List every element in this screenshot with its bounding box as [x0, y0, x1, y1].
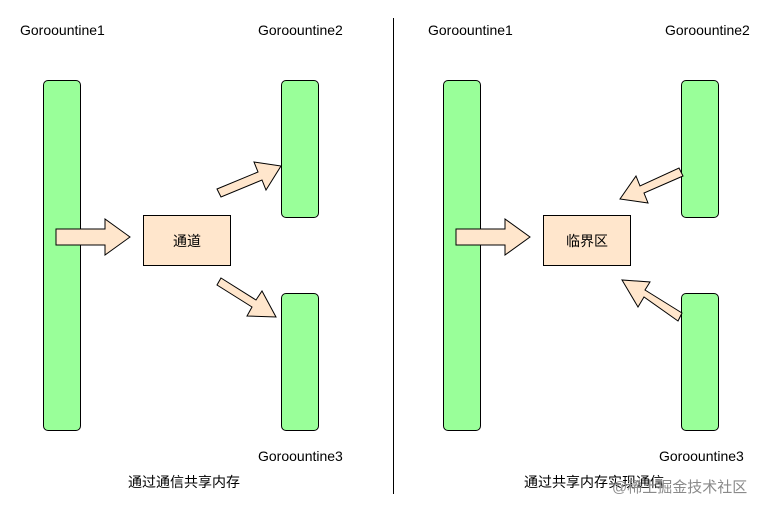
right-goroutine3-bar	[681, 293, 719, 431]
right-critical-section-box: 临界区	[543, 215, 631, 266]
watermark: @稀土掘金技术社区	[612, 479, 748, 496]
left-goroutine2-bar	[281, 80, 319, 218]
right-arrow-g3-to-critical	[621, 279, 683, 322]
right-critical-section-label: 临界区	[566, 232, 608, 249]
left-arrow-g1-to-channel	[55, 218, 131, 256]
left-goroutine2-label: Goroountine2	[258, 22, 343, 38]
right-goroutine3-label: Goroountine3	[659, 448, 744, 464]
left-arrow-channel-to-g2	[216, 161, 282, 198]
right-goroutine1-bar	[443, 80, 481, 431]
divider-line	[393, 18, 394, 494]
right-goroutine2-label: Goroountine2	[665, 22, 750, 38]
right-arrow-g1-to-critical	[455, 218, 531, 256]
right-caption: 通过共享内存实现通信	[524, 474, 664, 490]
left-goroutine3-bar	[281, 293, 319, 431]
right-goroutine1-label: Goroountine1	[428, 22, 513, 38]
left-goroutine3-label: Goroountine3	[258, 448, 343, 464]
left-channel-box: 通道	[143, 215, 231, 266]
left-goroutine1-bar	[43, 80, 81, 431]
left-caption: 通过通信共享内存	[128, 474, 240, 490]
left-channel-label: 通道	[173, 232, 201, 249]
left-goroutine1-label: Goroountine1	[20, 22, 105, 38]
right-goroutine2-bar	[681, 80, 719, 218]
right-arrow-g2-to-critical	[619, 167, 684, 204]
left-arrow-channel-to-g3	[216, 277, 277, 318]
